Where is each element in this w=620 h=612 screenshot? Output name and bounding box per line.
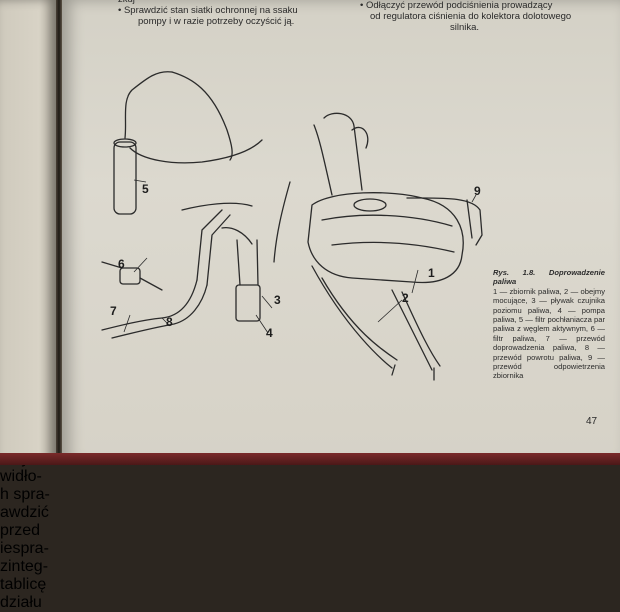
left-page-line: tablicę	[0, 576, 47, 593]
top-right-text: • Odłączyć przewód podciśnienia prowadzą…	[360, 0, 571, 33]
callout-6: 6	[118, 257, 125, 271]
callout-3: 3	[274, 293, 281, 307]
left-page-line: działu	[0, 594, 42, 611]
left-page-line: zinteg-	[0, 558, 49, 575]
callout-7: 7	[110, 304, 117, 318]
top-right-line-3: silnika.	[450, 22, 480, 33]
figure-caption: Rys. 1.8. Doprowadzenie paliwa 1 — zbior…	[493, 268, 605, 381]
top-right-line-1: • Odłączyć przewód podciśnienia prowadzą…	[360, 0, 553, 11]
caption-body: 1 — zbiornik paliwa, 2 — obejmy mocujące…	[493, 286, 605, 381]
right-page	[62, 0, 620, 465]
callout-1: 1	[428, 266, 435, 280]
fuel-system-diagram: 5 6 7 8 3 4 1 2 9	[101, 71, 483, 381]
left-page	[0, 0, 56, 465]
left-page-line: awdzić	[0, 504, 49, 521]
book-bottom-edge	[0, 453, 620, 465]
left-page-line: h spra-	[0, 486, 50, 503]
top-left-line-2: • Sprawdzić stan siatki ochronnej na ssa…	[118, 5, 298, 16]
callout-8: 8	[166, 315, 173, 329]
book-gutter	[56, 0, 62, 465]
callout-5: 5	[142, 182, 149, 196]
page-number: 47	[586, 416, 598, 427]
top-left-line-3: pompy i w razie potrzeby oczyścić ją.	[138, 16, 295, 27]
callout-4: 4	[266, 326, 273, 340]
top-left-text: zkuj • Sprawdzić stan siatki ochronnej n…	[118, 0, 298, 27]
left-page-line: iespra-	[0, 540, 49, 557]
callout-9: 9	[474, 184, 481, 198]
left-page-line: widło-	[0, 468, 42, 485]
top-right-line-2: od regulatora ciśnienia do kolektora dol…	[370, 11, 572, 22]
top-left-line-1: zkuj	[118, 0, 298, 5]
callout-2: 2	[402, 291, 409, 305]
caption-title: Rys. 1.8. Doprowadzenie paliwa	[493, 268, 605, 287]
left-page-line: przed	[0, 522, 41, 539]
